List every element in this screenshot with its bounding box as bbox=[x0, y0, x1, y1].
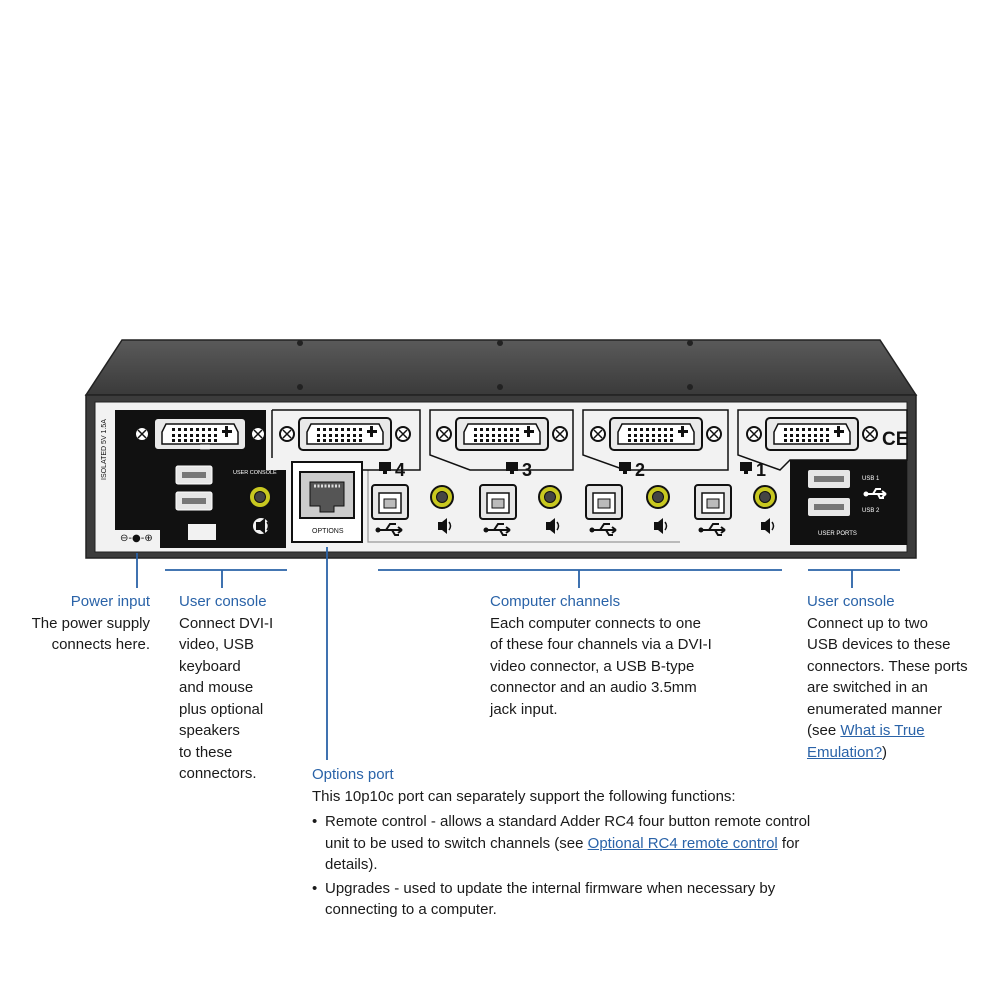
bullet1-text: Remote control - allows a standard Adder… bbox=[325, 813, 811, 852]
cc-line-2: of these four channels via a DVI-I bbox=[490, 636, 712, 653]
bullet-remote-control: Remote control - allows a standard Adder… bbox=[312, 811, 832, 876]
annotation-power-input: Power input The power supply connects he… bbox=[10, 591, 150, 656]
channel-2-label: 2 bbox=[619, 460, 645, 480]
user-console-right-title: User console bbox=[807, 593, 895, 610]
channel-1-label: 1 bbox=[740, 460, 766, 480]
rc4-remote-link[interactable]: Optional RC4 remote control bbox=[587, 834, 778, 852]
power-input-line-1: The power supply bbox=[31, 614, 150, 632]
power-input-line-2: connects here. bbox=[51, 636, 150, 653]
usb-port-label-top: USB 1 bbox=[862, 476, 880, 482]
usb-user-ports-caption: USER PORTS bbox=[818, 531, 857, 537]
channel-4-label: 4 bbox=[379, 460, 405, 480]
user-console-label: USER CONSOLE bbox=[233, 470, 277, 476]
channel-1-number: 1 bbox=[756, 460, 766, 480]
options-port-bullets: Remote control - allows a standard Adder… bbox=[312, 811, 832, 921]
ucr-line-5: enumerated manner bbox=[807, 700, 943, 718]
cc-line-4: connector and an audio 3.5mm bbox=[490, 679, 697, 696]
ucr-see-suffix: ) bbox=[882, 743, 888, 761]
ucr-line-4: are switched in an bbox=[807, 679, 928, 696]
channel-4-number: 4 bbox=[395, 460, 405, 480]
vertical-power-label: ISOLATED 5V 1.5A bbox=[101, 419, 108, 480]
cc-line-3: video connector, a USB B-type bbox=[490, 657, 695, 675]
ucl-line-2: video, USB bbox=[179, 636, 255, 653]
ucr-line-3: connectors. These ports bbox=[807, 657, 968, 675]
ucl-line-3: keyboard bbox=[179, 657, 241, 675]
computer-channels-title: Computer channels bbox=[490, 593, 621, 610]
ucl-line-1: Connect DVI-I bbox=[179, 614, 274, 632]
cc-line-5: jack input. bbox=[490, 700, 558, 718]
channel-3-number: 3 bbox=[522, 460, 532, 480]
power-input-title: Power input bbox=[70, 593, 150, 610]
ucr-line-2: USB devices to these bbox=[807, 636, 951, 653]
user-console-left-title: User console bbox=[179, 593, 267, 610]
callout-user-console-left bbox=[165, 569, 287, 588]
options-port-title: Options port bbox=[312, 766, 394, 783]
ucl-line-4: and mouse bbox=[179, 679, 254, 696]
cc-line-1: Each computer connects to one bbox=[490, 614, 701, 632]
annotation-computer-channels: Computer channels Each computer connects… bbox=[490, 591, 750, 720]
bullet-upgrades: Upgrades - used to update the internal f… bbox=[312, 878, 832, 921]
annotation-user-console-left: User console Connect DVI-I video, USB ke… bbox=[179, 591, 299, 785]
ucr-see: (see What is True Emulation?) bbox=[807, 720, 997, 763]
options-port-intro: This 10p10c port can separately support … bbox=[312, 787, 736, 805]
options-port-label: OPTIONS bbox=[312, 528, 344, 535]
channel-2-number: 2 bbox=[635, 460, 645, 480]
ucl-line-8: connectors. bbox=[179, 765, 257, 782]
annotation-user-console-right: User console Connect up to two USB devic… bbox=[807, 591, 997, 763]
power-polarity-symbol: ⊖-●-⊕ bbox=[120, 533, 153, 544]
callout-user-console-right bbox=[808, 569, 900, 588]
bullet1-suffix: for details). bbox=[325, 834, 800, 874]
ucr-see-prefix: (see bbox=[807, 722, 841, 739]
ce-mark: CE bbox=[882, 429, 908, 450]
ucl-line-6: speakers bbox=[179, 722, 240, 739]
callout-computer-channels bbox=[378, 569, 782, 588]
channel-3-label: 3 bbox=[506, 460, 532, 480]
ucr-line-1: Connect up to two bbox=[807, 614, 928, 632]
annotation-options-port: Options port This 10p10c port can separa… bbox=[312, 764, 832, 923]
true-emulation-link[interactable]: What is True Emulation? bbox=[807, 722, 925, 761]
ucl-line-5: plus optional bbox=[179, 700, 264, 718]
ucl-line-7: to these bbox=[179, 743, 233, 761]
usb-port-label-bottom: USB 2 bbox=[862, 508, 880, 514]
